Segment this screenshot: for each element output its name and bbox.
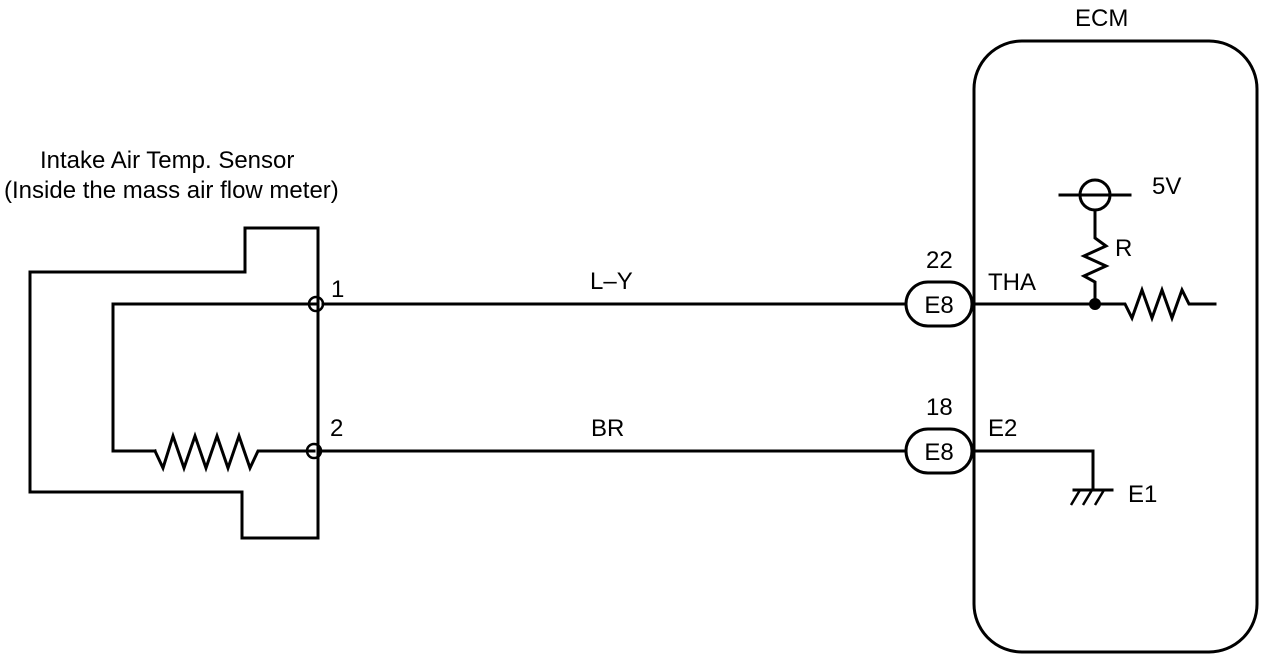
ecm-supply-5v: 5V [1152,173,1181,200]
wire-top-color: L–Y [590,268,633,295]
connector-bottom-label: E8 [924,439,953,466]
sensor-pin1-label: 1 [331,276,344,303]
connector-top [904,280,974,328]
ecm-e2-line [972,449,1095,492]
ecm-terminal-e2: E2 [988,415,1017,442]
wire-bottom-color: BR [591,415,624,442]
ecm-internal-resistor [1093,285,1217,323]
ecm-box [972,39,1259,654]
connector-bottom [904,427,974,475]
pullup-resistor [1080,230,1110,306]
sensor-title-line2: (Inside the mass air flow meter) [4,177,339,204]
ecm-resistor-r: R [1115,235,1132,262]
ground-hatch-2 [1081,489,1094,506]
connector-top-pin: 22 [926,247,953,274]
ecm-ground-e1: E1 [1128,481,1157,508]
ground-hatch-3 [1093,489,1106,506]
sensor-pin2-label: 2 [330,415,343,442]
sensor-thermistor [153,431,316,473]
ecm-terminal-tha: THA [988,269,1036,296]
connector-bottom-pin: 18 [926,394,953,421]
sensor-internal-loop [111,302,318,453]
sensor-title-line1: Intake Air Temp. Sensor [40,147,294,174]
ground-hatch-1 [1069,489,1082,506]
connector-top-label: E8 [924,292,953,319]
ecm-title: ECM [1075,5,1128,32]
sensor-housing [28,226,320,540]
